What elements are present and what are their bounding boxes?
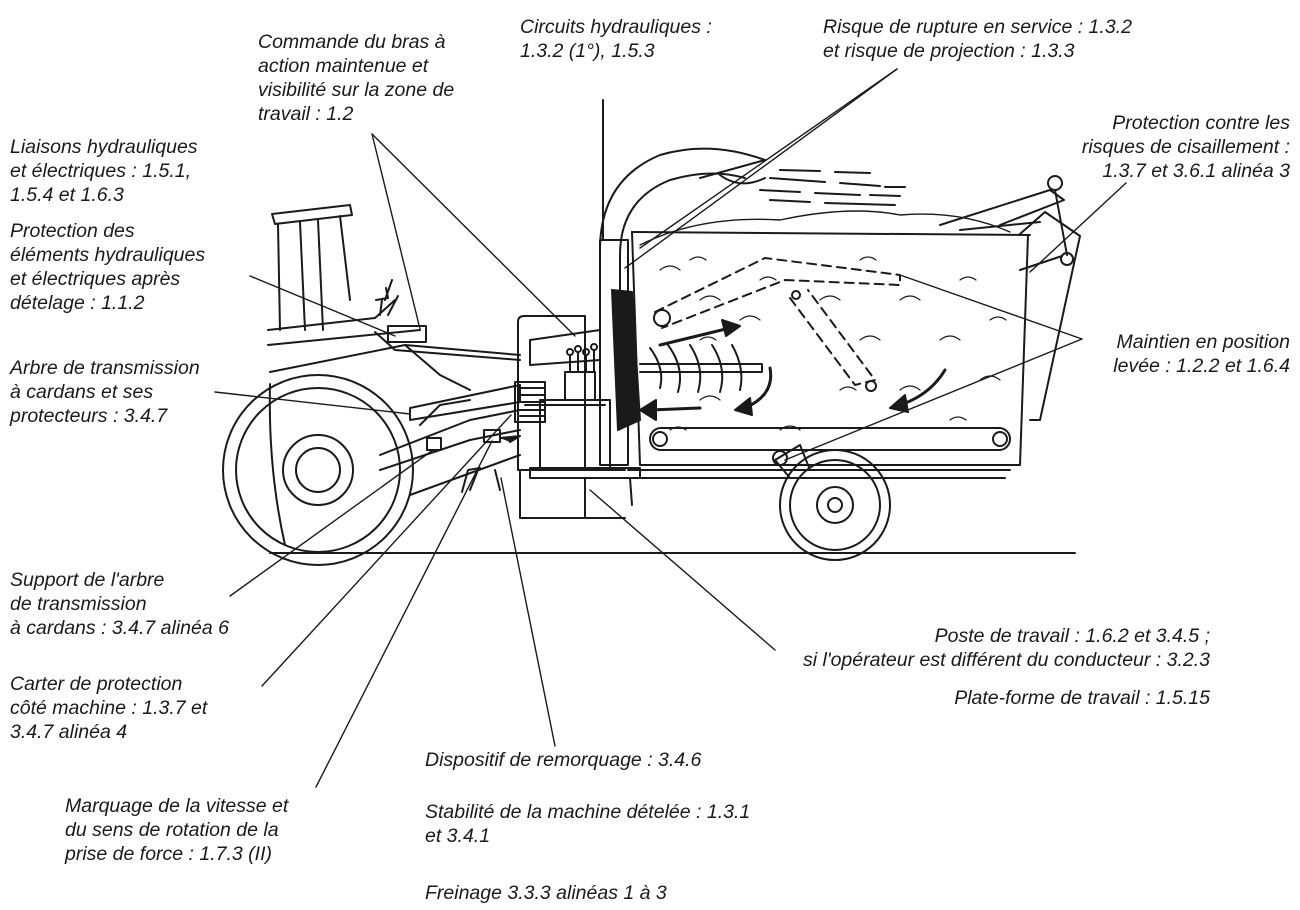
label-line: à cardans et ses: [10, 381, 154, 403]
label-line: Stabilité de la machine dételée : 1.3.1: [425, 801, 751, 823]
label-line: protecteurs : 3.4.7: [10, 405, 168, 427]
label-line: du sens de rotation de la: [65, 819, 279, 841]
label-line: travail : 1.2: [258, 103, 354, 125]
label-line: Circuits hydrauliques :: [520, 16, 712, 38]
label-plate-forme: Plate-forme de travail : 1.5.15: [954, 686, 1210, 710]
label-line: 3.4.7 alinéa 4: [10, 721, 128, 743]
label-line: et 3.4.1: [425, 825, 491, 847]
label-line: Arbre de transmission: [10, 357, 200, 379]
label-line: risques de cisaillement :: [1081, 136, 1290, 158]
label-line: et électriques après: [10, 268, 181, 290]
label-line: Poste de travail : 1.6.2 et 3.4.5 ;: [934, 625, 1210, 647]
label-arbre-transmission: Arbre de transmission à cardans et ses p…: [10, 356, 200, 428]
label-line: Commande du bras à: [258, 31, 446, 53]
label-line: levée : 1.2.2 et 1.6.4: [1113, 355, 1290, 377]
label-line: côté machine : 1.3.7 et: [10, 697, 208, 719]
label-liaisons-hydrauliques: Liaisons hydrauliques et électriques : 1…: [10, 135, 198, 207]
label-line: Freinage 3.3.3 alinéas 1 à 3: [425, 882, 667, 904]
label-commande-bras: Commande du bras à action maintenue et v…: [258, 30, 454, 126]
label-line: et risque de projection : 1.3.3: [823, 40, 1075, 62]
label-line: Carter de protection: [10, 673, 183, 695]
tractor: [223, 205, 520, 565]
label-maintien-position: Maintien en position levée : 1.2.2 et 1.…: [1113, 330, 1290, 378]
label-line: si l'opérateur est différent du conducte…: [803, 649, 1210, 671]
leader-lines: [215, 69, 1126, 787]
hopper-body: [628, 176, 1080, 560]
cardan-shaft: [410, 382, 545, 442]
label-protection-elements: Protection des éléments hydrauliques et …: [10, 219, 205, 315]
label-line: Maintien en position: [1116, 331, 1290, 353]
label-line: 1.3.2 (1°), 1.5.3: [520, 40, 655, 62]
label-carter-protection: Carter de protection côté machine : 1.3.…: [10, 672, 207, 744]
label-line: Liaisons hydrauliques: [10, 136, 198, 158]
label-dispositif-remorquage: Dispositif de remorquage : 3.4.6: [425, 748, 701, 772]
machine-head: [518, 100, 905, 518]
label-line: action maintenue et: [258, 55, 429, 77]
label-line: éléments hydrauliques: [10, 244, 206, 266]
label-line: de transmission: [10, 593, 147, 615]
label-freinage: Freinage 3.3.3 alinéas 1 à 3: [425, 881, 667, 905]
label-stabilite: Stabilité de la machine dételée : 1.3.1 …: [425, 800, 750, 848]
label-line: Marquage de la vitesse et: [65, 795, 289, 817]
label-line: Dispositif de remorquage : 3.4.6: [425, 749, 702, 771]
label-protection-cisaillement: Protection contre les risques de cisaill…: [1082, 111, 1290, 183]
label-line: Plate-forme de travail : 1.5.15: [954, 687, 1210, 709]
label-circuits-hydrauliques: Circuits hydrauliques : 1.3.2 (1°), 1.5.…: [520, 15, 712, 63]
label-risque-rupture: Risque de rupture en service : 1.3.2 et …: [823, 15, 1132, 63]
label-line: Protection des: [10, 220, 135, 242]
label-line: 1.3.7 et 3.6.1 alinéa 3: [1102, 160, 1290, 182]
label-marquage-vitesse: Marquage de la vitesse et du sens de rot…: [65, 794, 288, 866]
label-line: Risque de rupture en service : 1.3.2: [823, 16, 1132, 38]
label-line: à cardans : 3.4.7 alinéa 6: [10, 617, 229, 639]
label-line: 1.5.4 et 1.6.3: [10, 184, 124, 206]
label-line: dételage : 1.1.2: [10, 292, 145, 314]
label-line: visibilité sur la zone de: [258, 79, 455, 101]
label-line: et électriques : 1.5.1,: [10, 160, 192, 182]
label-line: Support de l'arbre: [10, 569, 165, 591]
label-poste-travail: Poste de travail : 1.6.2 et 3.4.5 ; si l…: [803, 624, 1210, 672]
label-line: prise de force : 1.7.3 (II): [65, 843, 273, 865]
label-support-arbre: Support de l'arbre de transmission à car…: [10, 568, 229, 640]
label-line: Protection contre les: [1112, 112, 1290, 134]
